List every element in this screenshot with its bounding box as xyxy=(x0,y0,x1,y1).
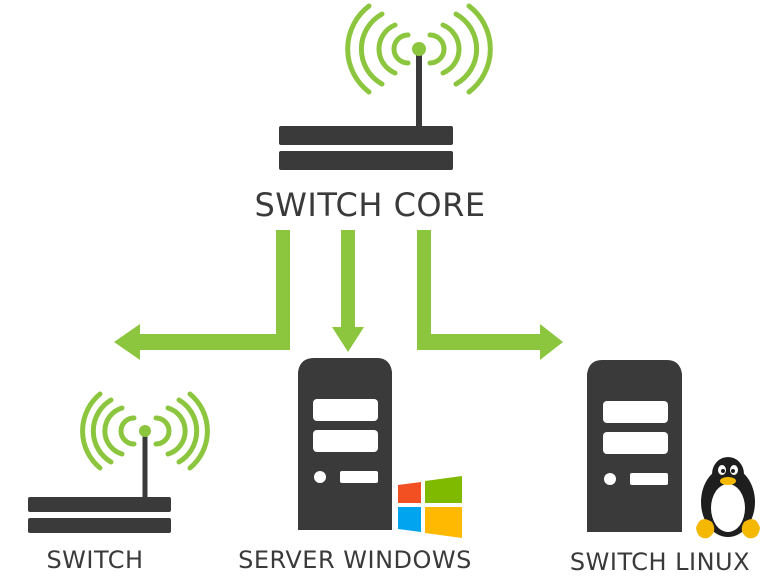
switch-label: SWITCH xyxy=(46,546,144,574)
arrow-core-to-linux xyxy=(417,230,563,360)
switch-router-icon xyxy=(28,391,210,533)
core-router-icon xyxy=(279,3,493,170)
core-wifi-signal-icon xyxy=(345,3,493,95)
windows-server-tower-icon xyxy=(298,358,392,530)
arrow-core-to-windows-server xyxy=(332,230,364,352)
linux-switch-label: SWITCH LINUX xyxy=(569,548,751,576)
windows-logo-icon xyxy=(398,476,462,538)
linux-server-tower-icon xyxy=(587,360,682,532)
connection-arrows xyxy=(114,230,563,360)
windows-server-label: SERVER WINDOWS xyxy=(238,546,472,574)
arrow-core-to-switch xyxy=(114,230,290,360)
switch-core-label: SWITCH CORE xyxy=(254,186,486,224)
linux-penguin-icon xyxy=(696,457,760,539)
switch-wifi-signal-icon xyxy=(80,391,210,471)
